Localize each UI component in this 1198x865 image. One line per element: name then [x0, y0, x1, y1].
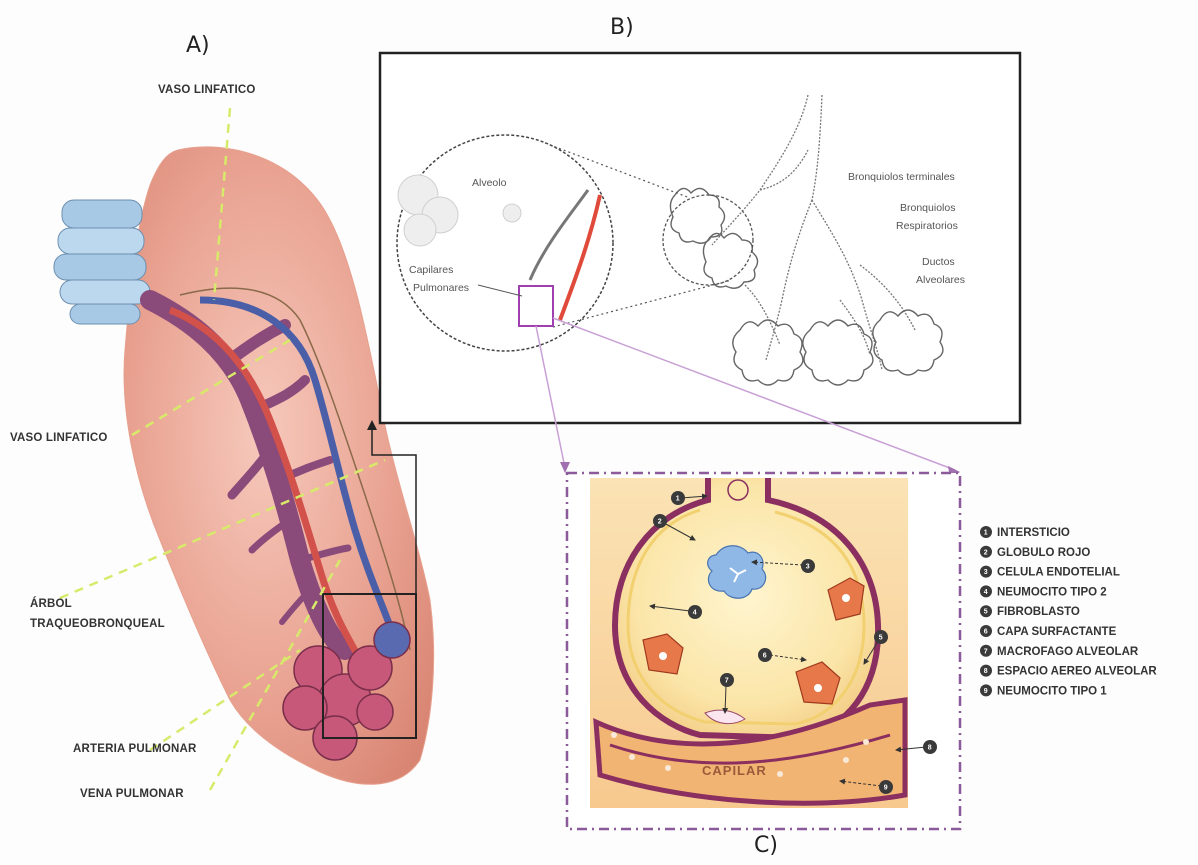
marker-number: 8 [928, 745, 932, 752]
legend-label: INTERSTICIO [997, 527, 1070, 539]
label-bronquiolos: Bronquiolos [900, 202, 955, 214]
legend-number: 7 [984, 648, 988, 655]
label-respiratorios: Respiratorios [896, 220, 958, 232]
trachea-icon [54, 200, 150, 324]
legend-label: ESPACIO AEREO ALVEOLAR [997, 666, 1157, 678]
panel-a-letter: A) [186, 33, 210, 58]
legend-number: 2 [984, 549, 988, 556]
label-capilares: Capilares [409, 264, 453, 276]
legend-label: NEUMOCITO TIPO 2 [997, 586, 1107, 598]
label-vaso-linfatico-top: VASO LINFATICO [158, 84, 256, 96]
legend-label: CAPA SURFACTANTE [997, 626, 1117, 638]
legend-number: 4 [984, 589, 988, 596]
label-capilar: CAPILAR [702, 763, 767, 778]
label-alveolares: Alveolares [916, 274, 965, 286]
marker-number: 7 [725, 678, 729, 685]
legend-item: 5 FIBROBLASTO [980, 605, 1080, 618]
legend-item: 2 GLOBULO ROJO [980, 546, 1090, 559]
legend-panel-c: 1 INTERSTICIO 2 GLOBULO ROJO 3 CELULA ENDOTEL… [980, 526, 1157, 697]
marker-number: 1 [676, 496, 680, 503]
legend-item: 7 MACROFAGO ALVEOLAR [980, 645, 1139, 658]
alveolus-top-bulb [728, 480, 748, 500]
legend-item: 3 CELULA ENDOTELIAL [980, 566, 1120, 579]
label-ductos: Ductos [922, 256, 955, 268]
label-arbol: ÁRBOL [30, 597, 72, 610]
legend-label: CELULA ENDOTELIAL [997, 567, 1120, 579]
legend-number: 6 [984, 629, 988, 636]
label-alveolo: Alveolo [472, 177, 507, 189]
legend-label: NEUMOCITO TIPO 1 [997, 685, 1107, 697]
label-bronquiolos-terminales: Bronquiolos terminales [848, 171, 955, 183]
label-traqueobronqueal: TRAQUEOBRONQUEAL [30, 618, 165, 630]
legend-number: 8 [984, 668, 988, 675]
panel-c-letter: C) [754, 833, 778, 858]
legend-item: 6 CAPA SURFACTANTE [980, 625, 1117, 638]
marker-number: 6 [763, 653, 767, 660]
panel-b-letter: B) [610, 15, 634, 40]
legend-number: 5 [984, 609, 988, 616]
marker-number: 4 [693, 610, 697, 617]
marker-number: 2 [658, 519, 662, 526]
legend-item: 9 NEUMOCITO TIPO 1 [980, 684, 1107, 697]
legend-label: GLOBULO ROJO [997, 547, 1090, 559]
label-pulmonares: Pulmonares [413, 282, 469, 294]
label-vena-pulmonar: VENA PULMONAR [80, 788, 184, 800]
marker-number: 9 [884, 785, 888, 792]
legend-label: MACROFAGO ALVEOLAR [997, 646, 1139, 658]
legend-item: 4 NEUMOCITO TIPO 2 [980, 585, 1107, 598]
legend-number: 1 [984, 530, 988, 537]
label-arteria-pulmonar: ARTERIA PULMONAR [73, 743, 197, 755]
marker-number: 3 [806, 564, 810, 571]
legend-number: 9 [984, 688, 988, 695]
legend-number: 3 [984, 569, 988, 576]
label-vaso-linfatico-left: VASO LINFATICO [10, 432, 108, 444]
legend-label: FIBROBLASTO [997, 606, 1080, 618]
legend-item: 8 ESPACIO AEREO ALVEOLAR [980, 665, 1157, 678]
marker-number: 5 [879, 635, 883, 642]
legend-item: 1 INTERSTICIO [980, 526, 1070, 539]
